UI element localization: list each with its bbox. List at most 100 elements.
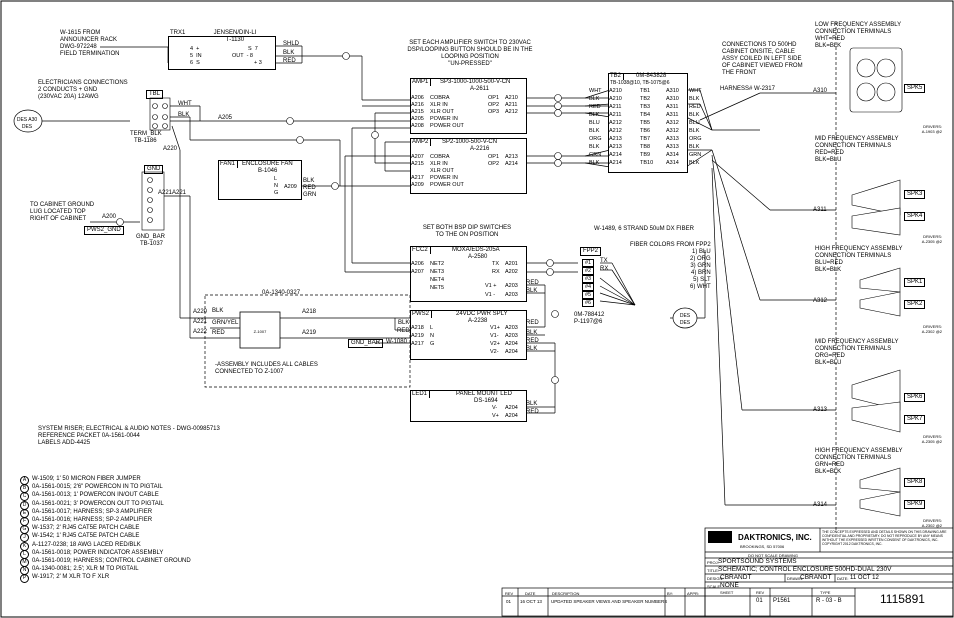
speaker-label: SPK3 [904, 190, 926, 199]
fcc2-row: NET3 [430, 269, 445, 275]
fan1-row: G [274, 190, 279, 196]
amp1-pin: A210 [505, 95, 518, 101]
tb2-color: BLK [589, 96, 600, 102]
amp2-pin: A215 [411, 161, 424, 167]
amp1-row: POWER IN [430, 116, 458, 122]
pws2-pin: A204 [505, 349, 518, 355]
trx1-title: JENSEN/DIN-LI [213, 30, 257, 36]
date-label: DATE: [837, 576, 849, 581]
type-value: R - 03 - B [816, 598, 842, 604]
title-value: SCHEMATIC; CONTROL ENCLOSURE 500HD-DUAL … [718, 566, 892, 573]
amp1-tag: AMP1 [412, 79, 432, 86]
tb2-pin: A210 [609, 88, 622, 94]
amp1-row: COBRA [430, 95, 450, 101]
gnd-pin: A200 [102, 214, 117, 220]
tb2-pin: A311 [666, 104, 679, 110]
tb2-terminal: TB8 [640, 144, 651, 150]
fcc2-row: NET5 [430, 285, 445, 291]
speaker-terminal-line: ORG=RED [815, 353, 845, 359]
fpp2-port: #1 [582, 259, 595, 267]
drivers-line: A-1903 @2 [921, 129, 942, 134]
trx1-row: S 7 [248, 46, 258, 52]
trx1-row: + 3 [254, 60, 262, 66]
des-fiber: DES DES [679, 313, 691, 326]
tb2-pin: A212 [609, 120, 622, 126]
fcc2-pin: A203 [505, 292, 518, 298]
trx1-row: OUT - 8 [232, 53, 253, 59]
fcc2-title: MOXA/EDS-205A [452, 247, 500, 253]
wire-wht: WHT [178, 101, 192, 107]
drawn-value: CBRANDT [800, 574, 832, 581]
tb2-color: BLK [689, 144, 700, 150]
fiber-colors: FIBER COLORS FROM FPP2 1) BLU 2) ORG 3) … [630, 242, 711, 290]
company-name: DAKTRONICS, INC. [738, 533, 812, 542]
speaker-terminal-line: MID FREQUENCY ASSEMBLY [815, 136, 899, 142]
wire-blk: BLK [212, 308, 224, 314]
led1-title: PANEL MOUNT LED [456, 391, 512, 397]
led1-pin: A204 [505, 413, 518, 419]
speaker-terminal-note: LOW FREQUENCY ASSEMBLY CONNECTION TERMIN… [815, 22, 901, 50]
tb2-color: BLK [689, 160, 700, 166]
speaker-terminal-line: BLK=BLK [815, 43, 842, 49]
speaker-label: SPK6 [904, 393, 926, 402]
amp2-row: POWER IN [430, 175, 458, 181]
pws2-pin: A219 [411, 333, 424, 339]
confidential-note: THE CONCEPTS EXPRESSED AND DETAILS SHOWN… [822, 530, 947, 546]
wire-a222: A222 [193, 329, 208, 335]
tb2-color: RED [689, 104, 701, 110]
assembly-note: -ASSEMBLY INCLUDES ALL CABLES CONNECTED … [215, 362, 318, 375]
tb2-pin: A314 [666, 152, 679, 158]
drivers-note: DRIVERS: A-2305 @2 [896, 234, 942, 244]
amp1-pin: A215 [411, 109, 424, 115]
amp1-row: XLR IN [430, 102, 448, 108]
rev-row-desc: UPDATED SPEAKER VIEWS AND SPEAKER NUMBER… [551, 599, 668, 604]
speaker-label: SPK4 [904, 212, 926, 221]
wire-a221: A221 [193, 319, 208, 325]
tb2-pin: A214 [609, 160, 622, 166]
drivers-note: DRIVERS: A-2302 @2 [896, 324, 942, 334]
fpp2-rx: RX [600, 266, 609, 272]
drivers-note: DRIVERS: A-2302 @2 [896, 518, 942, 528]
drivers-note: DRIVERS: A-2305 @2 [896, 434, 942, 444]
tb2-terminal: TB6 [640, 128, 651, 134]
amp2-block [410, 138, 527, 194]
fcc2-row: NET2 [430, 261, 445, 267]
trx1-row: 6 S [190, 60, 200, 66]
legend-text: 0A-1561-0018; POWER INDICATOR ASSEMBLY [32, 549, 164, 556]
legend-text: A-1127-0238; 18 AWG LACED RED/BLK [32, 541, 141, 548]
tb2-pin: A313 [666, 136, 679, 142]
fcc2-sub: A-2580 [468, 254, 488, 260]
pws2-pin: A203 [505, 325, 518, 331]
speaker-label: SPK9 [904, 500, 926, 509]
wire-red: RED [526, 409, 539, 415]
drivers-line: A-2302 @2 [921, 329, 942, 334]
rev-label: REV [756, 590, 765, 595]
tb2-terminal: TB5 [640, 120, 651, 126]
pws2-block [410, 310, 527, 360]
wire-blk: BLK [178, 112, 190, 118]
speaker-terminal-line: BLK=BLK [815, 469, 842, 475]
amp2-row: XLR OUT [430, 168, 454, 174]
speaker-terminal-line: GRN=RED [815, 462, 845, 468]
amp2-pin: A217 [411, 175, 424, 181]
wire-blk: BLK [283, 50, 295, 56]
tb2-terminal: TB10 [640, 160, 654, 166]
design-label: DESIGN: [707, 576, 724, 581]
sheet-label: SHEET [720, 590, 734, 595]
amp2-sub: A-2216 [470, 146, 490, 152]
fcc2-right: RX [492, 269, 500, 275]
tb2-title: 0M-843828 [636, 73, 667, 79]
fpp2-port: #3 [582, 275, 595, 283]
wire-blk: BLK [526, 346, 538, 352]
pws2-sub: A-2238 [468, 318, 488, 324]
wire-red: RED [303, 185, 316, 191]
pws2-pin: A204 [505, 341, 518, 347]
fpp2-port: #4 [582, 283, 595, 291]
tb2-terminal: TB7 [640, 136, 651, 142]
speaker-label: SPK1 [904, 278, 926, 287]
tbl-title: TERM_BLK [130, 131, 162, 137]
drivers-line: A-2302 @2 [921, 523, 942, 528]
tb2-sub: TB-1038@10, TB-1075@6 [610, 80, 670, 86]
amp2-pin: A209 [411, 182, 424, 188]
